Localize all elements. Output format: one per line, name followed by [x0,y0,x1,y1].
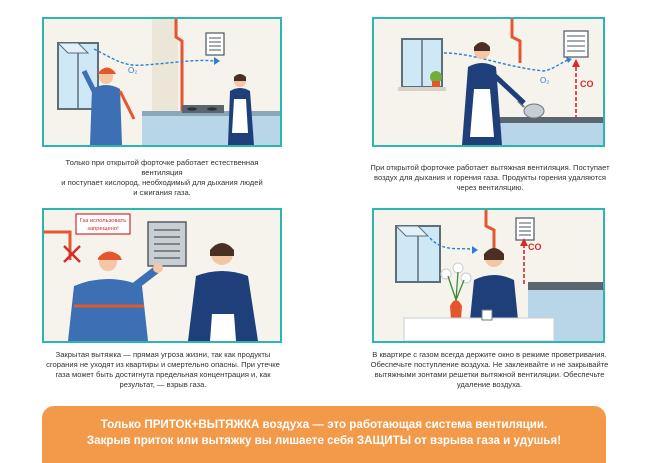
woman-figure [188,243,258,341]
woman-figure [462,42,526,145]
man-figure [68,251,163,341]
svg-text:запрещено!: запрещено! [87,226,119,232]
airflow-arrow [443,52,571,72]
window-icon [56,42,99,110]
panel-ventilation-mode: CO [372,208,605,343]
woman-figure [470,248,518,320]
vent-grille-icon [563,30,589,58]
prohibited-cross-icon [63,245,81,263]
kettle-icon [517,100,545,119]
o2-label: O₂ [128,66,137,75]
woman-figure [228,74,254,145]
o2-label: O₂ [540,76,549,85]
panel-3-caption: Закрытая вытяжка — прямая угроза жизни, … [46,350,280,389]
window-icon [398,38,446,91]
illustration-man-pointing-at-vent: Газ использовать запрещено! [44,210,280,341]
vent-grille-icon [205,32,225,56]
vent-grille-icon [147,221,187,267]
panel-2-caption: При открытой форточке работает вытяжная … [370,163,610,192]
airflow-arrow [93,48,215,66]
co-label: CO [528,242,542,252]
window-icon [394,225,441,283]
panel-closed-exhaust-danger: Газ использовать запрещено! [42,208,282,343]
man-figure [81,67,136,145]
banner-line-1: Только ПРИТОК+ВЫТЯЖКА воздуха — это рабо… [100,418,548,431]
svg-text:Газ использовать: Газ использовать [80,218,127,224]
banner-line-2: Закрыв приток или вытяжку вы лишаете себ… [86,434,562,447]
panel-exhaust-ventilation: O₂ CO [372,17,605,147]
panel-1-caption: Только при открытой форточке работает ес… [61,158,263,197]
co-label: CO [580,79,594,89]
warning-banner: Только ПРИТОК+ВЫТЯЖКА воздуха — это рабо… [42,406,606,463]
illustration-woman-at-table: CO [374,210,603,341]
illustration-woman-at-stove: O₂ CO [374,19,603,145]
panel-4-caption: В квартире с газом всегда держите окно в… [370,350,609,389]
illustration-man-opening-window: O₂ [44,19,280,145]
panel-natural-ventilation: O₂ [42,17,282,147]
warning-sign: Газ использовать запрещено! [75,213,131,235]
airflow-arrow [429,237,475,251]
vent-grille-icon [515,217,535,241]
